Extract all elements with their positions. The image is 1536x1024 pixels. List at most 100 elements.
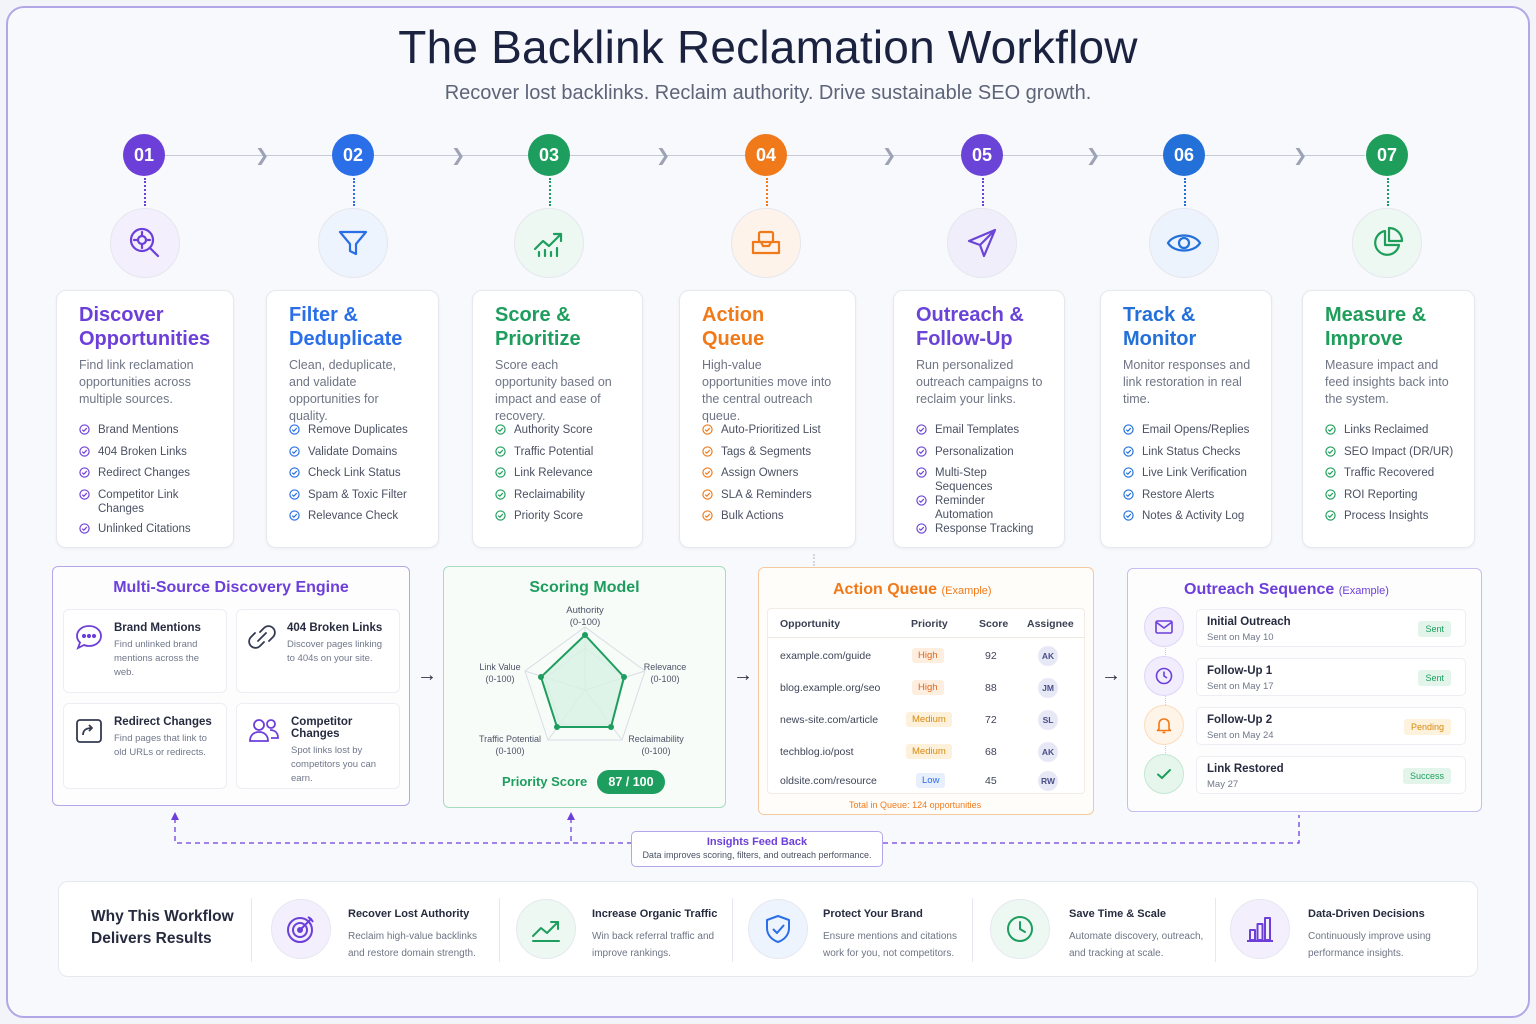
checklist-item: Remove Duplicates [289,423,418,445]
score-cell: 68 [985,746,997,758]
step-date: May 27 [1207,779,1239,790]
table-row[interactable]: blog.example.org/seo High 88 JM [768,673,1084,703]
step-connector [353,178,355,206]
source-description: Find unlinked brand mentions across the … [114,639,200,678]
broken-link-icon [247,622,277,680]
checklist-item: Restore Alerts [1123,488,1251,510]
table-row[interactable]: techblog.io/post Medium 68 AK [768,737,1084,767]
table-row[interactable]: news-site.com/article Medium 72 SL [768,705,1084,735]
sequence-step[interactable]: Link Restored May 27 Success [1196,756,1466,794]
checklist-item: Traffic Recovered [1325,466,1454,488]
arrow-right-icon: → [1101,664,1121,686]
priority-badge: Medium [906,744,952,759]
checklist-item: Multi-Step Sequences [916,466,1044,494]
table-header: Opportunity [780,618,841,630]
step-title: Follow-Up 1 [1207,665,1273,677]
sequence-step[interactable]: Initial Outreach Sent on May 10 Sent [1196,609,1466,647]
checklist-item: Notes & Activity Log [1123,509,1251,531]
step-date: Sent on May 10 [1207,632,1274,643]
checklist-item: Authority Score [495,423,622,445]
checklist-item: Tags & Segments [702,445,835,467]
checklist-item: Personalization [916,445,1044,467]
priority-badge: Low [916,773,946,788]
priority-badge: High [912,648,944,663]
step-checklist: Auto-Prioritized List Tags & Segments As… [702,423,835,531]
checklist-item: Assign Owners [702,466,835,488]
checklist-item: Redirect Changes [79,466,213,488]
step-card-discover: Discover Opportunities Find link reclama… [56,290,234,548]
step-title: Initial Outreach [1207,616,1291,628]
checklist-item: Email Templates [916,423,1044,445]
step-description: Find link reclamation opportunities acro… [79,358,194,406]
checklist-item: 404 Broken Links [79,445,213,467]
priority-badge: High [912,680,944,695]
radar-axis-label: Relevance(0-100) [643,662,687,684]
checklist-item: Brand Mentions [79,423,213,445]
opportunity-cell: news-site.com/article [780,714,879,726]
step-checklist: Links Reclaimed SEO Impact (DR/UR) Traff… [1325,423,1454,531]
step-title: Outreach & Follow-Up [916,304,1024,350]
checklist-item: Auto-Prioritized List [702,423,835,445]
score-cell: 92 [985,650,997,662]
table-row[interactable]: example.com/guide High 92 AK [768,641,1084,671]
checklist-item: SLA & Reminders [702,488,835,510]
opportunity-cell: blog.example.org/seo [780,682,881,694]
source-description: Find pages that link to old URLs or redi… [114,733,207,758]
table-row[interactable]: oldsite.com/resource Low 45 RW [768,767,1084,797]
trend-chart-icon [514,208,584,278]
step-card-queue: Action Queue High-value opportunities mo… [679,290,856,548]
source-title: Brand Mentions [114,622,201,634]
bar-chart-icon [1230,899,1290,959]
source-description: Discover pages linking to 404s on your s… [287,639,383,664]
bell-icon [1144,705,1184,745]
feedback-description: Data improves scoring, filters, and outr… [642,850,872,860]
step-connector [982,178,984,206]
radar-chart [524,626,646,741]
status-badge: Pending [1403,719,1451,735]
step-description: Run personalized outreach campaigns to r… [916,358,1043,406]
source-title: 404 Broken Links [287,622,383,634]
shield-check-icon [748,899,808,959]
queue-total: Total in Queue: 124 opportunities [849,800,982,810]
chevron-right-icon: ❯ [1293,146,1308,165]
mail-icon [1144,607,1184,647]
sequence-step[interactable]: Follow-Up 1 Sent on May 17 Sent [1196,658,1466,696]
radar-axis-label: Traffic Potential(0-100) [478,734,542,756]
panel-title: Scoring Model [529,579,640,596]
step-date: Sent on May 24 [1207,730,1274,741]
users-icon [247,716,281,776]
panel-title: Outreach Sequence (Example) [1184,581,1389,598]
source-title: Competitor Changes [291,716,353,740]
sequence-step[interactable]: Follow-Up 2 Sent on May 24 Pending [1196,707,1466,745]
outreach-sequence-panel: Outreach Sequence (Example) Initial Outr… [1127,568,1482,812]
step-number: 05 [961,134,1003,176]
checklist-item: Reclaimability [495,488,622,510]
scoring-model-panel: Scoring Model Authority(0-100) Relevance… [443,566,726,808]
checklist-item: Relevance Check [289,509,418,531]
step-description: Monitor responses and link restoration i… [1123,358,1251,406]
radar-axis-label: Authority(0-100) [566,605,604,628]
step-card-score: Score & Prioritize Score each opportunit… [472,290,643,548]
status-badge: Success [1402,768,1451,784]
checklist-item: Priority Score [495,509,622,531]
step-number: 04 [745,134,787,176]
checklist-item: Competitor Link Changes [79,488,213,522]
step-checklist: Email Opens/Replies Link Status Checks L… [1123,423,1251,531]
check-icon [1144,754,1184,794]
page-title: The Backlink Reclamation Workflow [398,21,1138,73]
score-cell: 72 [985,714,997,726]
feedback-title: Insights Feed Back [706,836,808,848]
page-subtitle: Recover lost backlinks. Reclaim authorit… [444,82,1092,104]
divider [499,898,500,962]
step-connector [549,178,551,206]
table-header: Assignee [1027,618,1074,630]
step-date: Sent on May 17 [1207,681,1274,692]
arrow-right-icon: → [417,664,437,686]
step-title: Track & Monitor [1123,304,1197,350]
checklist-item: Process Insights [1325,509,1454,531]
step-title: Link Restored [1207,763,1284,775]
